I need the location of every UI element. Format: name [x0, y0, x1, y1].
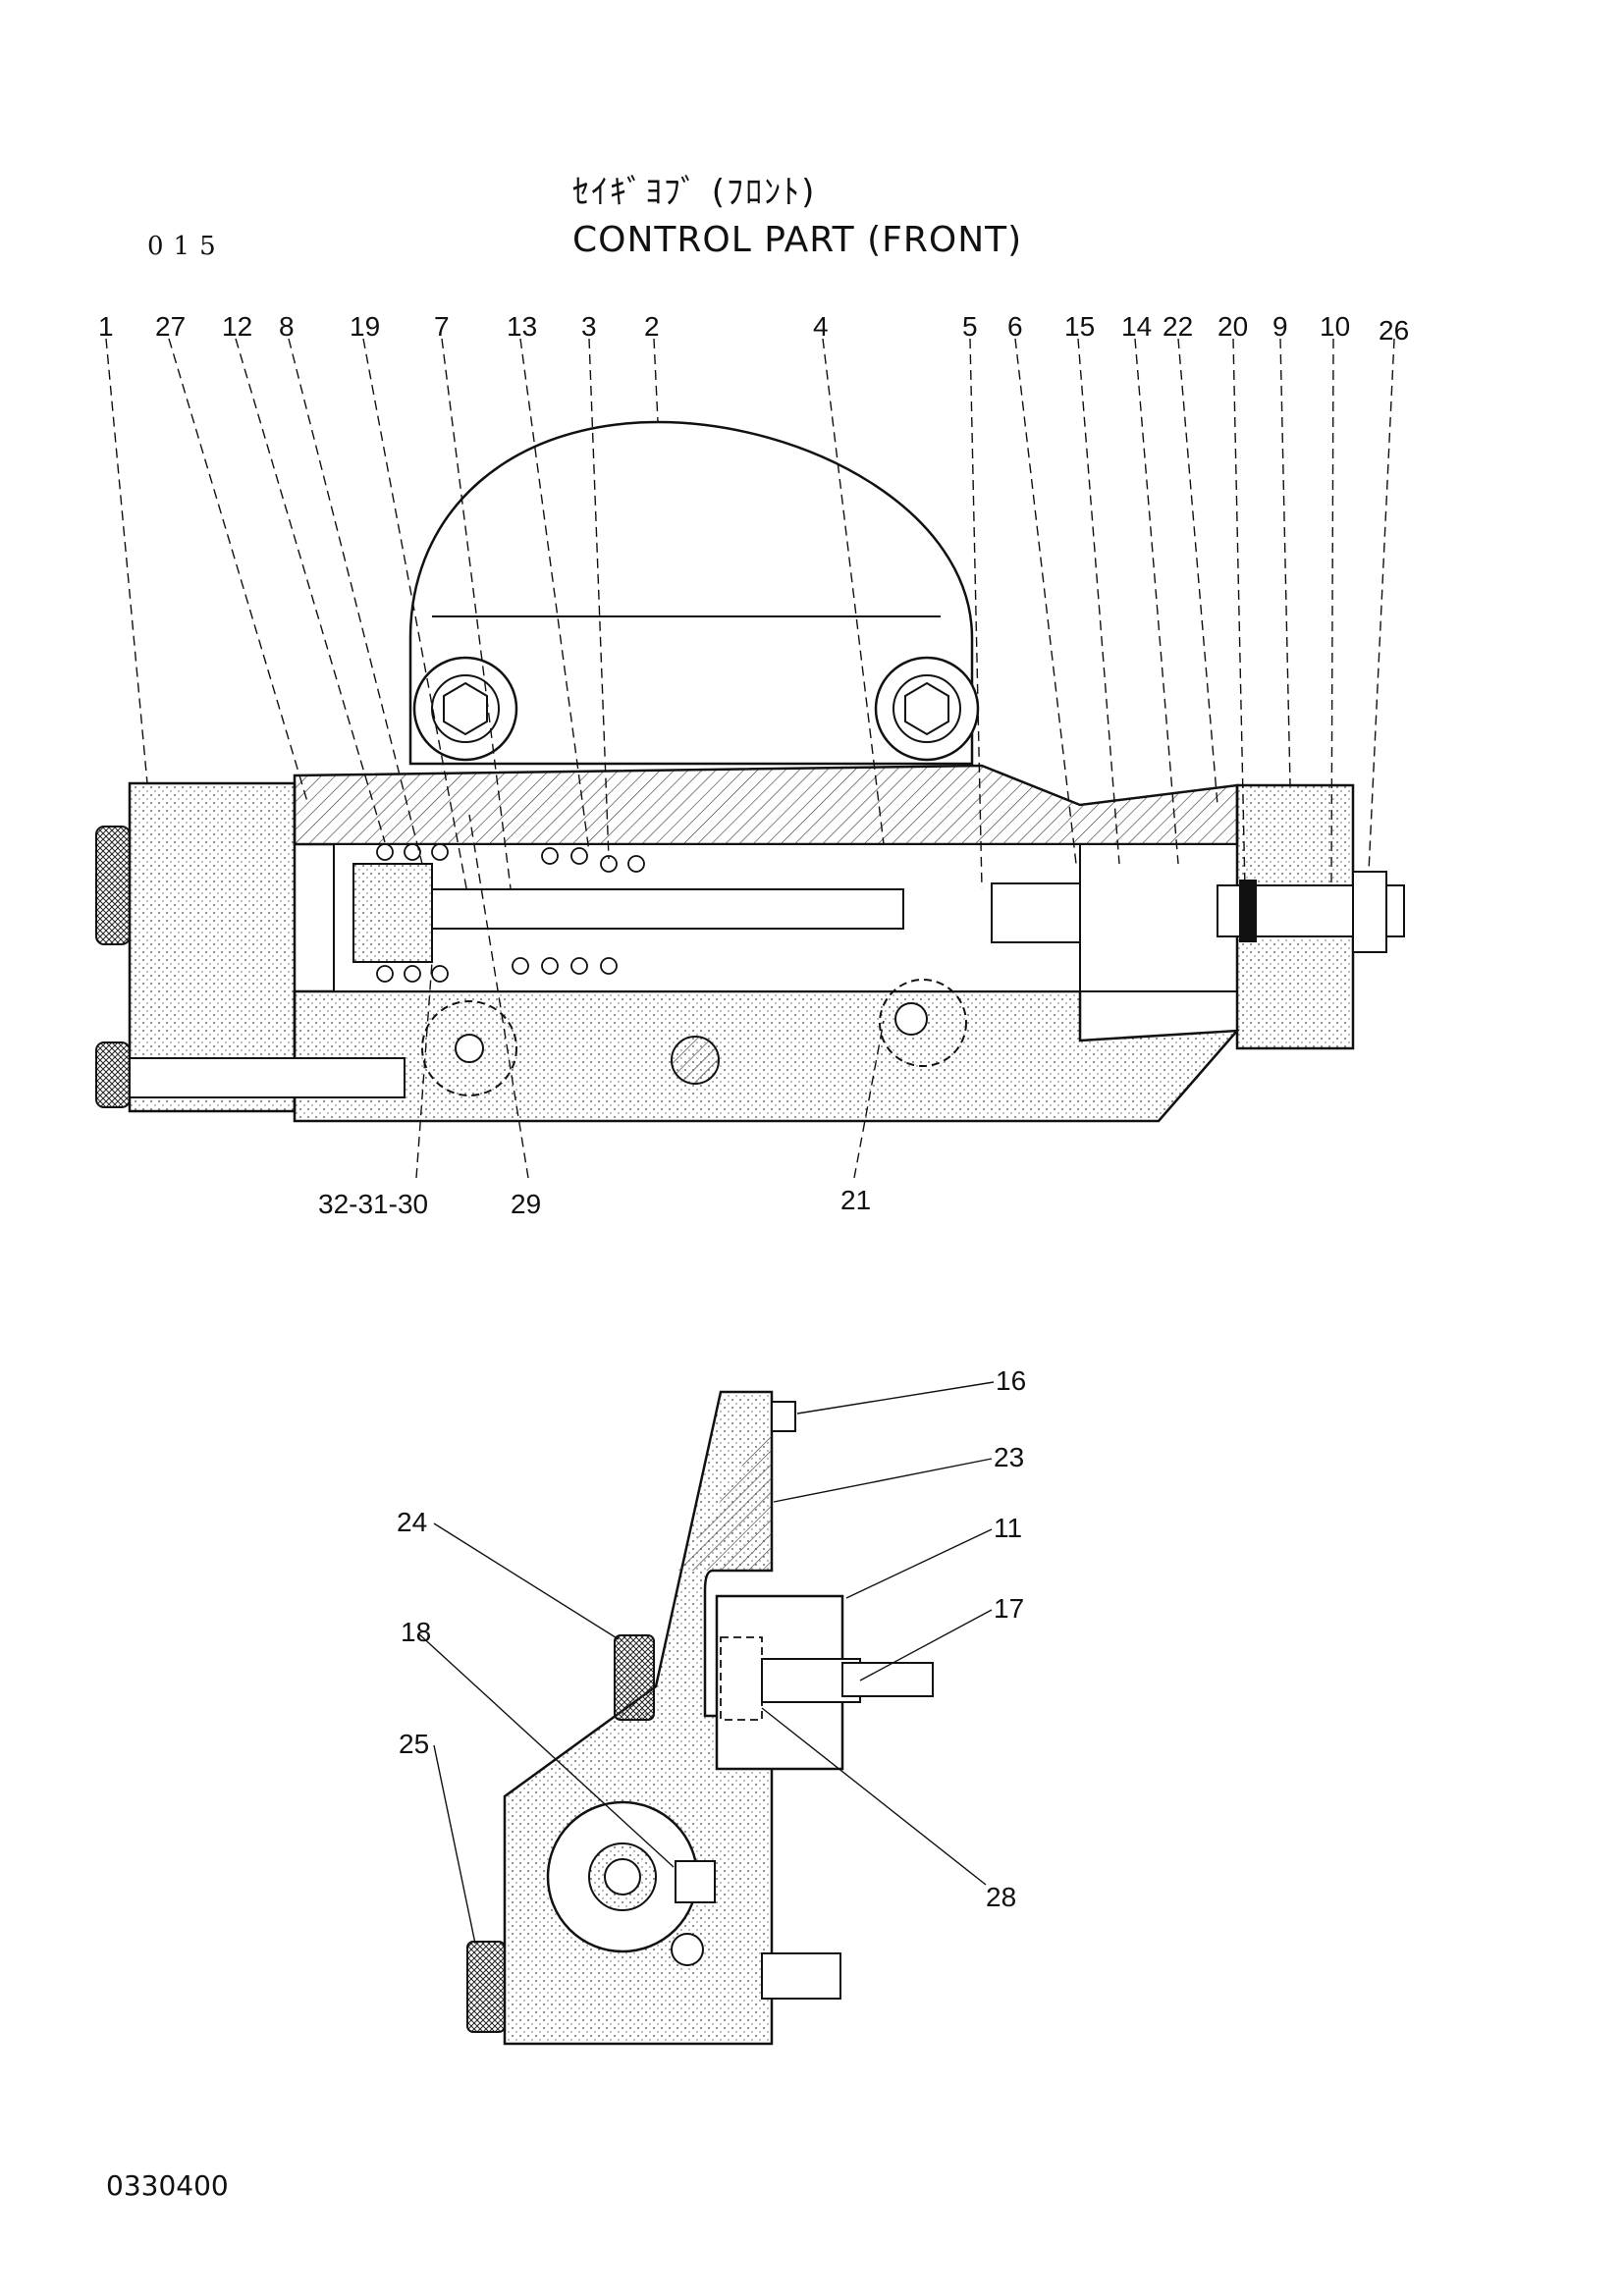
callout-1: 1: [98, 311, 114, 342]
side-section-view: 16 23 11 17 24 18 25 28: [397, 1365, 1026, 2046]
callout-3: 3: [581, 311, 597, 342]
spool-rod: [431, 888, 904, 930]
port-left: [421, 1000, 517, 1096]
top-leader-lines: [105, 338, 1395, 894]
lever-18: [675, 1860, 716, 1903]
knob-24: [614, 1634, 655, 1721]
document-id: 0330400: [106, 2169, 229, 2202]
title-english: CONTROL PART (FRONT): [572, 220, 1023, 260]
callout-19: 19: [350, 311, 380, 342]
lower-housing: [293, 989, 1240, 1123]
title-japanese: ｾｲｷﾞﾖﾌﾞ (ﾌﾛﾝﾄ): [572, 173, 817, 212]
callout-4: 4: [813, 311, 829, 342]
callout-5: 5: [962, 311, 978, 342]
callout-9: 9: [1272, 311, 1288, 342]
callout-17: 17: [994, 1593, 1024, 1624]
callout-8: 8: [279, 311, 295, 342]
front-section-view: 1 27 12 8 19 7 13 3 2 4 5 6 15 14 22 20 …: [95, 311, 1409, 1219]
bottom-leader-lines: [415, 814, 885, 1179]
callout-29: 29: [511, 1189, 541, 1219]
upper-housing: [293, 764, 1239, 846]
page-code: 015: [147, 232, 226, 261]
small-hole: [671, 1933, 704, 1966]
callout-18: 18: [401, 1617, 431, 1647]
callout-15: 15: [1064, 311, 1095, 342]
callout-22: 22: [1163, 311, 1193, 342]
left-end-block: [128, 781, 297, 1113]
callout-28: 28: [986, 1882, 1016, 1912]
callout-2: 2: [644, 311, 660, 342]
callout-21: 21: [840, 1185, 871, 1215]
hex-bolt-left: [412, 656, 518, 762]
lower-pin: [761, 1952, 841, 2000]
side-leader-lines: [417, 1381, 995, 1945]
screw-16: [771, 1401, 796, 1432]
port-center: [671, 1036, 720, 1085]
callout-32-31-30: 32-31-30: [318, 1189, 428, 1219]
callout-20: 20: [1217, 311, 1248, 342]
callout-23: 23: [994, 1442, 1024, 1472]
callout-14: 14: [1121, 311, 1152, 342]
callout-25: 25: [399, 1729, 429, 1759]
bottom-row-callouts: 32-31-30 29 21: [318, 1185, 871, 1219]
port-right: [879, 979, 967, 1067]
hex-bolt-right: [874, 656, 980, 762]
callout-10: 10: [1320, 311, 1350, 342]
callout-27: 27: [155, 311, 186, 342]
callout-11: 11: [994, 1513, 1022, 1543]
callout-26: 26: [1379, 315, 1409, 346]
callout-6: 6: [1007, 311, 1023, 342]
lower-screw: [129, 1057, 406, 1098]
callout-13: 13: [507, 311, 537, 342]
knob-25: [466, 1941, 506, 2033]
top-callouts: 1 27 12 8 19 7 13 3 2 4 5 6 15 14 22 20 …: [98, 311, 1409, 346]
dome-cover: [408, 420, 974, 766]
callout-12: 12: [222, 311, 252, 342]
left-knob-lower: [95, 1041, 131, 1108]
callout-7: 7: [434, 311, 450, 342]
left-knob-upper: [95, 826, 131, 945]
valve-body-right: [1079, 843, 1238, 992]
callout-16: 16: [996, 1365, 1026, 1396]
callout-24: 24: [397, 1507, 427, 1537]
side-callouts: 16 23 11 17 24 18 25 28: [397, 1365, 1026, 1912]
piston: [352, 863, 433, 963]
